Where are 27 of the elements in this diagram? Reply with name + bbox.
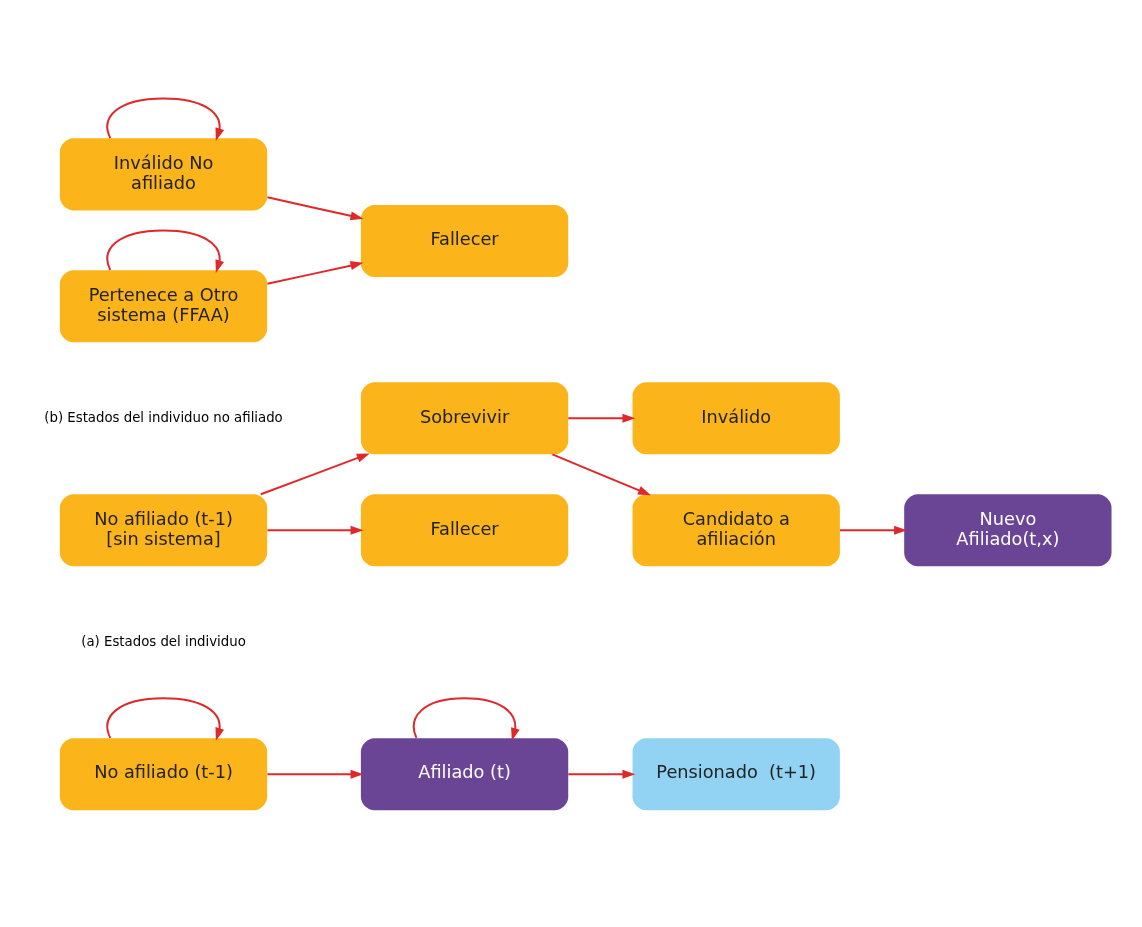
node-box: No afiliado (t-1) [sin sistema] xyxy=(59,494,268,567)
node-box: Fallecer xyxy=(360,494,569,567)
node-box: Fallecer xyxy=(360,204,569,277)
node-box: Inválido No afiliado xyxy=(59,138,268,211)
node-box: No afiliado (t-1) xyxy=(59,738,268,811)
arrow xyxy=(567,769,636,779)
arrow xyxy=(551,453,651,496)
arrow xyxy=(106,229,225,273)
arrow xyxy=(838,525,907,535)
arrow xyxy=(266,196,364,221)
arrow xyxy=(266,525,364,535)
arrow xyxy=(266,261,364,285)
arrow xyxy=(266,769,364,779)
node-box: Afiliado (t) xyxy=(360,738,569,811)
node-box: Sobrevivir xyxy=(360,382,569,455)
label: (a) Estados del individuo xyxy=(81,633,246,649)
label: (b) Estados del individuo no afiliado xyxy=(44,409,283,425)
node-box: Candidato a afiliación xyxy=(632,494,840,567)
node-box: Pensionado (t+1) xyxy=(632,738,840,811)
node-box: Inválido xyxy=(632,382,840,455)
arrow xyxy=(412,697,520,741)
arrow xyxy=(259,453,370,496)
arrow xyxy=(106,97,225,141)
node-box: Pertenece a Otro sistema (FFAA) xyxy=(59,270,268,343)
arrow xyxy=(567,413,636,423)
arrow xyxy=(106,697,225,741)
node-box: Nuevo Afiliado(t,x) xyxy=(904,494,1112,567)
